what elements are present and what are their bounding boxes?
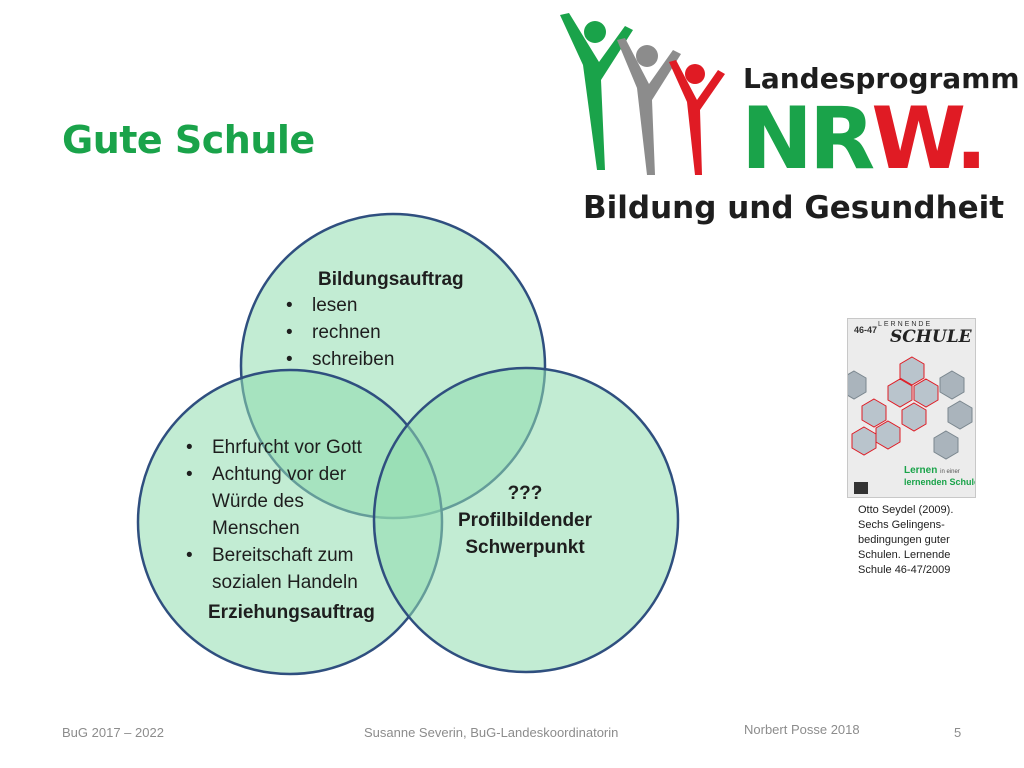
slide-title: Gute Schule (62, 118, 315, 162)
book-issue: 46-47 (854, 325, 878, 335)
venn-right-line1: ??? (507, 483, 543, 504)
list-item: Ehrfurcht vor Gott (186, 434, 386, 461)
figures-logo-icon (560, 13, 725, 175)
book-cover-image: LERNENDE 46-47 SCHULE Lernen in einer le… (847, 318, 976, 498)
logo-landesprogramm: Landesprogramm (743, 62, 1020, 95)
list-item: Achtung vor der Würde des Menschen (186, 461, 362, 542)
list-item: schreiben (286, 346, 394, 373)
venn-right-line3: Schwerpunkt (465, 537, 585, 558)
book-header: LERNENDE (878, 321, 933, 328)
book-cover-line1-small: in einer (940, 469, 960, 475)
publisher-logo-icon (854, 482, 868, 494)
page-number: 5 (954, 725, 962, 740)
footer-author: Norbert Posse 2018 (744, 722, 860, 737)
book-cover-line1-main: Lernen (904, 465, 938, 476)
book-caption: Otto Seydel (2009). Sechs Gelingens-bedi… (858, 504, 954, 576)
venn-left-footer: Erziehungsauftrag (208, 602, 375, 623)
list-item: rechnen (286, 319, 394, 346)
hexagon-illustration-icon (848, 356, 973, 460)
book-cover-line2: lernenden Schule (904, 477, 976, 487)
logo-nrw-part-a: NR (741, 89, 875, 189)
venn-right-text: ??? Profilbildender Schwerpunkt (440, 480, 610, 561)
logo-nrw: NRW. (741, 94, 988, 184)
list-item: Bereitschaft zum sozialen Handeln (186, 542, 377, 596)
venn-circle-profil (372, 366, 680, 674)
logo-bildung-gesundheit: Bildung und Gesundheit (583, 190, 1005, 226)
list-item: lesen (286, 292, 394, 319)
book-masthead: SCHULE (890, 327, 972, 347)
venn-top-list: lesen rechnen schreiben (286, 292, 394, 373)
footer-left: BuG 2017 – 2022 (62, 725, 164, 740)
venn-top-heading: Bildungsauftrag (318, 269, 464, 290)
venn-right-line2: Profilbildender (457, 510, 593, 531)
nrw-logo: Landesprogramm NRW. Bildung und Gesundhe… (555, 10, 1020, 230)
venn-left-list: Ehrfurcht vor Gott Achtung vor der Würde… (186, 434, 386, 596)
footer-center: Susanne Severin, BuG-Landeskoordinatorin (364, 725, 619, 740)
book-cover-line1: Lernen in einer (904, 465, 960, 476)
logo-nrw-part-b: W. (871, 89, 988, 189)
